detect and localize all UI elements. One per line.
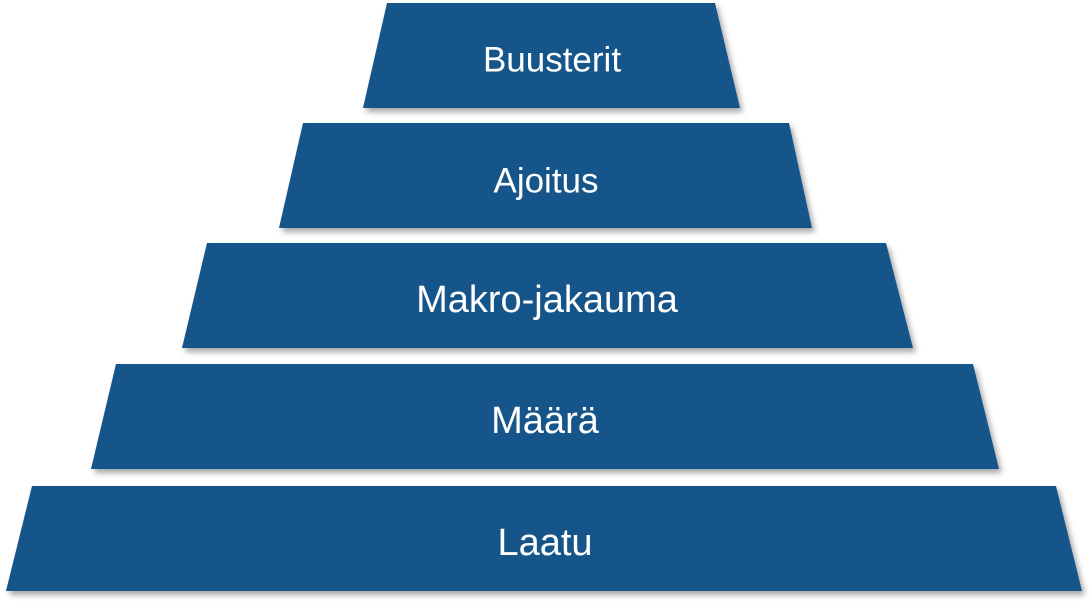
tier-makro-jakauma: Makro-jakauma bbox=[182, 243, 913, 348]
tier-shape bbox=[279, 123, 812, 228]
tier-label: Määrä bbox=[491, 400, 600, 442]
tier-buusterit: Buusterit bbox=[363, 3, 740, 108]
tier-laatu: Laatu bbox=[6, 486, 1082, 591]
tier-label: Buusterit bbox=[483, 41, 621, 80]
tier-shape bbox=[6, 486, 1082, 591]
tier-label: Laatu bbox=[497, 522, 592, 564]
tier-maara: Määrä bbox=[91, 364, 999, 469]
tier-label: Makro-jakauma bbox=[416, 279, 679, 321]
tier-ajoitus: Ajoitus bbox=[279, 123, 812, 228]
tier-label: Ajoitus bbox=[493, 162, 598, 201]
tier-shape bbox=[182, 243, 913, 348]
tier-shape bbox=[91, 364, 999, 469]
tier-shape bbox=[363, 3, 740, 108]
